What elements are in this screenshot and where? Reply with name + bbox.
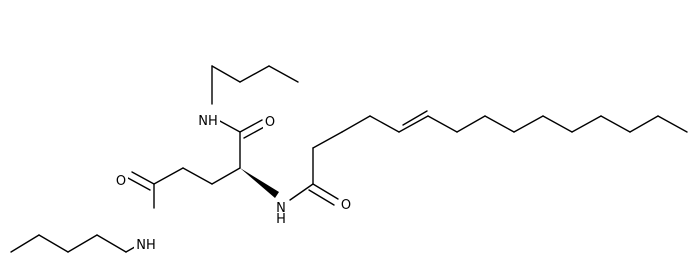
atom-label-nh-top: NH xyxy=(198,114,218,129)
bond xyxy=(239,119,263,133)
atom-label-n-mid: N xyxy=(276,201,286,216)
bond xyxy=(657,115,688,133)
bond xyxy=(67,234,98,253)
bond xyxy=(513,115,544,133)
double-bond xyxy=(243,125,267,139)
bond xyxy=(484,115,515,133)
bond xyxy=(312,131,343,149)
bond xyxy=(131,171,155,185)
bond xyxy=(268,65,299,83)
bond xyxy=(341,115,371,133)
atom-label-h-mid: H xyxy=(276,212,286,227)
double-bond xyxy=(127,177,151,191)
atom-label-nh-bottom: NH xyxy=(136,238,156,253)
bond xyxy=(153,167,184,185)
wedge-bond xyxy=(240,168,279,198)
atom-label-o-mid: O xyxy=(341,198,351,213)
bond xyxy=(211,167,241,185)
bond xyxy=(239,65,270,83)
double-bond xyxy=(402,110,428,126)
bond xyxy=(600,115,631,133)
bond xyxy=(369,115,400,133)
bond xyxy=(211,65,241,83)
bond xyxy=(571,115,602,133)
atom-label-o-top: O xyxy=(265,115,275,130)
bond xyxy=(629,115,659,133)
bond xyxy=(217,119,241,133)
atom-label-o-left: O xyxy=(116,174,126,189)
bond xyxy=(398,115,429,133)
bond xyxy=(456,115,486,133)
bond xyxy=(542,115,573,133)
bond xyxy=(38,234,69,253)
bond xyxy=(289,183,314,201)
bond xyxy=(96,234,127,253)
bond xyxy=(182,167,213,185)
bond xyxy=(427,115,458,133)
bond xyxy=(312,183,339,200)
double-bond xyxy=(308,189,335,206)
bond xyxy=(10,234,40,253)
